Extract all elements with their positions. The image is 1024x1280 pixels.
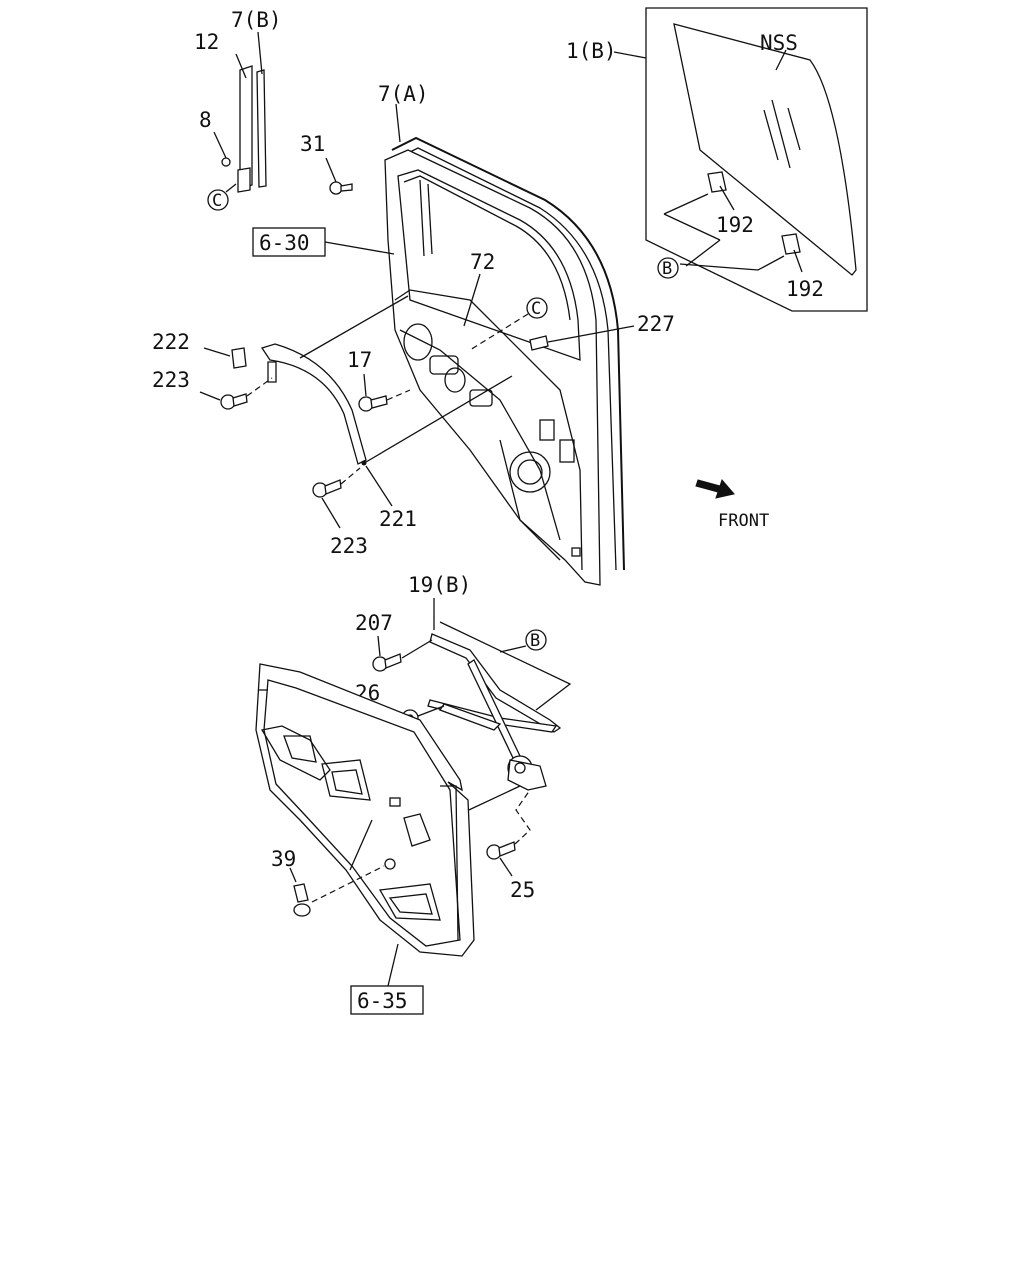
svg-text:C: C xyxy=(212,191,222,211)
bolt-207 xyxy=(372,635,433,672)
label-39: 39 xyxy=(271,847,296,871)
bolt-25 xyxy=(486,789,531,877)
svg-text:6-30: 6-30 xyxy=(259,231,310,255)
svg-text:6-35: 6-35 xyxy=(357,989,408,1013)
circle-ref-c2: C xyxy=(469,297,548,351)
label-12: 12 xyxy=(194,30,219,54)
window-regulator xyxy=(427,598,572,791)
svg-text:B: B xyxy=(530,631,540,651)
clip-39 xyxy=(289,865,385,917)
label-nss: NSS xyxy=(760,31,798,55)
bolt-223a xyxy=(220,377,273,410)
glass-inset xyxy=(645,7,868,312)
label-8: 8 xyxy=(199,108,212,132)
label-7b: 7(B) xyxy=(231,8,282,32)
label-17: 17 xyxy=(347,348,372,372)
label-front: FRONT xyxy=(718,511,769,531)
ref-box-6-30: 6-30 xyxy=(252,227,395,257)
ref-box-6-35: 6-35 xyxy=(350,943,424,1015)
label-25: 25 xyxy=(510,878,535,902)
label-72: 72 xyxy=(470,250,495,274)
door-shell xyxy=(384,136,625,586)
label-227: 227 xyxy=(637,312,675,336)
label-31: 31 xyxy=(300,132,325,156)
label-192a: 192 xyxy=(716,213,754,237)
label-192b: 192 xyxy=(786,277,824,301)
run-channel-assembly xyxy=(213,31,267,193)
bolt-17 xyxy=(358,373,411,412)
pad-222 xyxy=(203,347,247,369)
clip-31 xyxy=(325,157,353,195)
label-19b: 19(B) xyxy=(408,573,471,597)
label-1b: 1(B) xyxy=(566,39,617,63)
label-221: 221 xyxy=(379,507,417,531)
label-222: 222 xyxy=(152,330,190,354)
label-223a: 223 xyxy=(152,368,190,392)
circle-ref-b1: B xyxy=(657,257,679,279)
door-trim-panel xyxy=(255,663,475,957)
label-207: 207 xyxy=(355,611,393,635)
label-7a: 7(A) xyxy=(378,82,429,106)
front-arrow-icon xyxy=(695,479,735,499)
label-223b: 223 xyxy=(330,534,368,558)
circle-ref-b2: B xyxy=(499,629,547,653)
svg-text:B: B xyxy=(662,259,672,279)
svg-text:C: C xyxy=(531,299,541,319)
circle-ref-c1: C xyxy=(207,189,229,211)
bolt-223b xyxy=(312,467,361,529)
